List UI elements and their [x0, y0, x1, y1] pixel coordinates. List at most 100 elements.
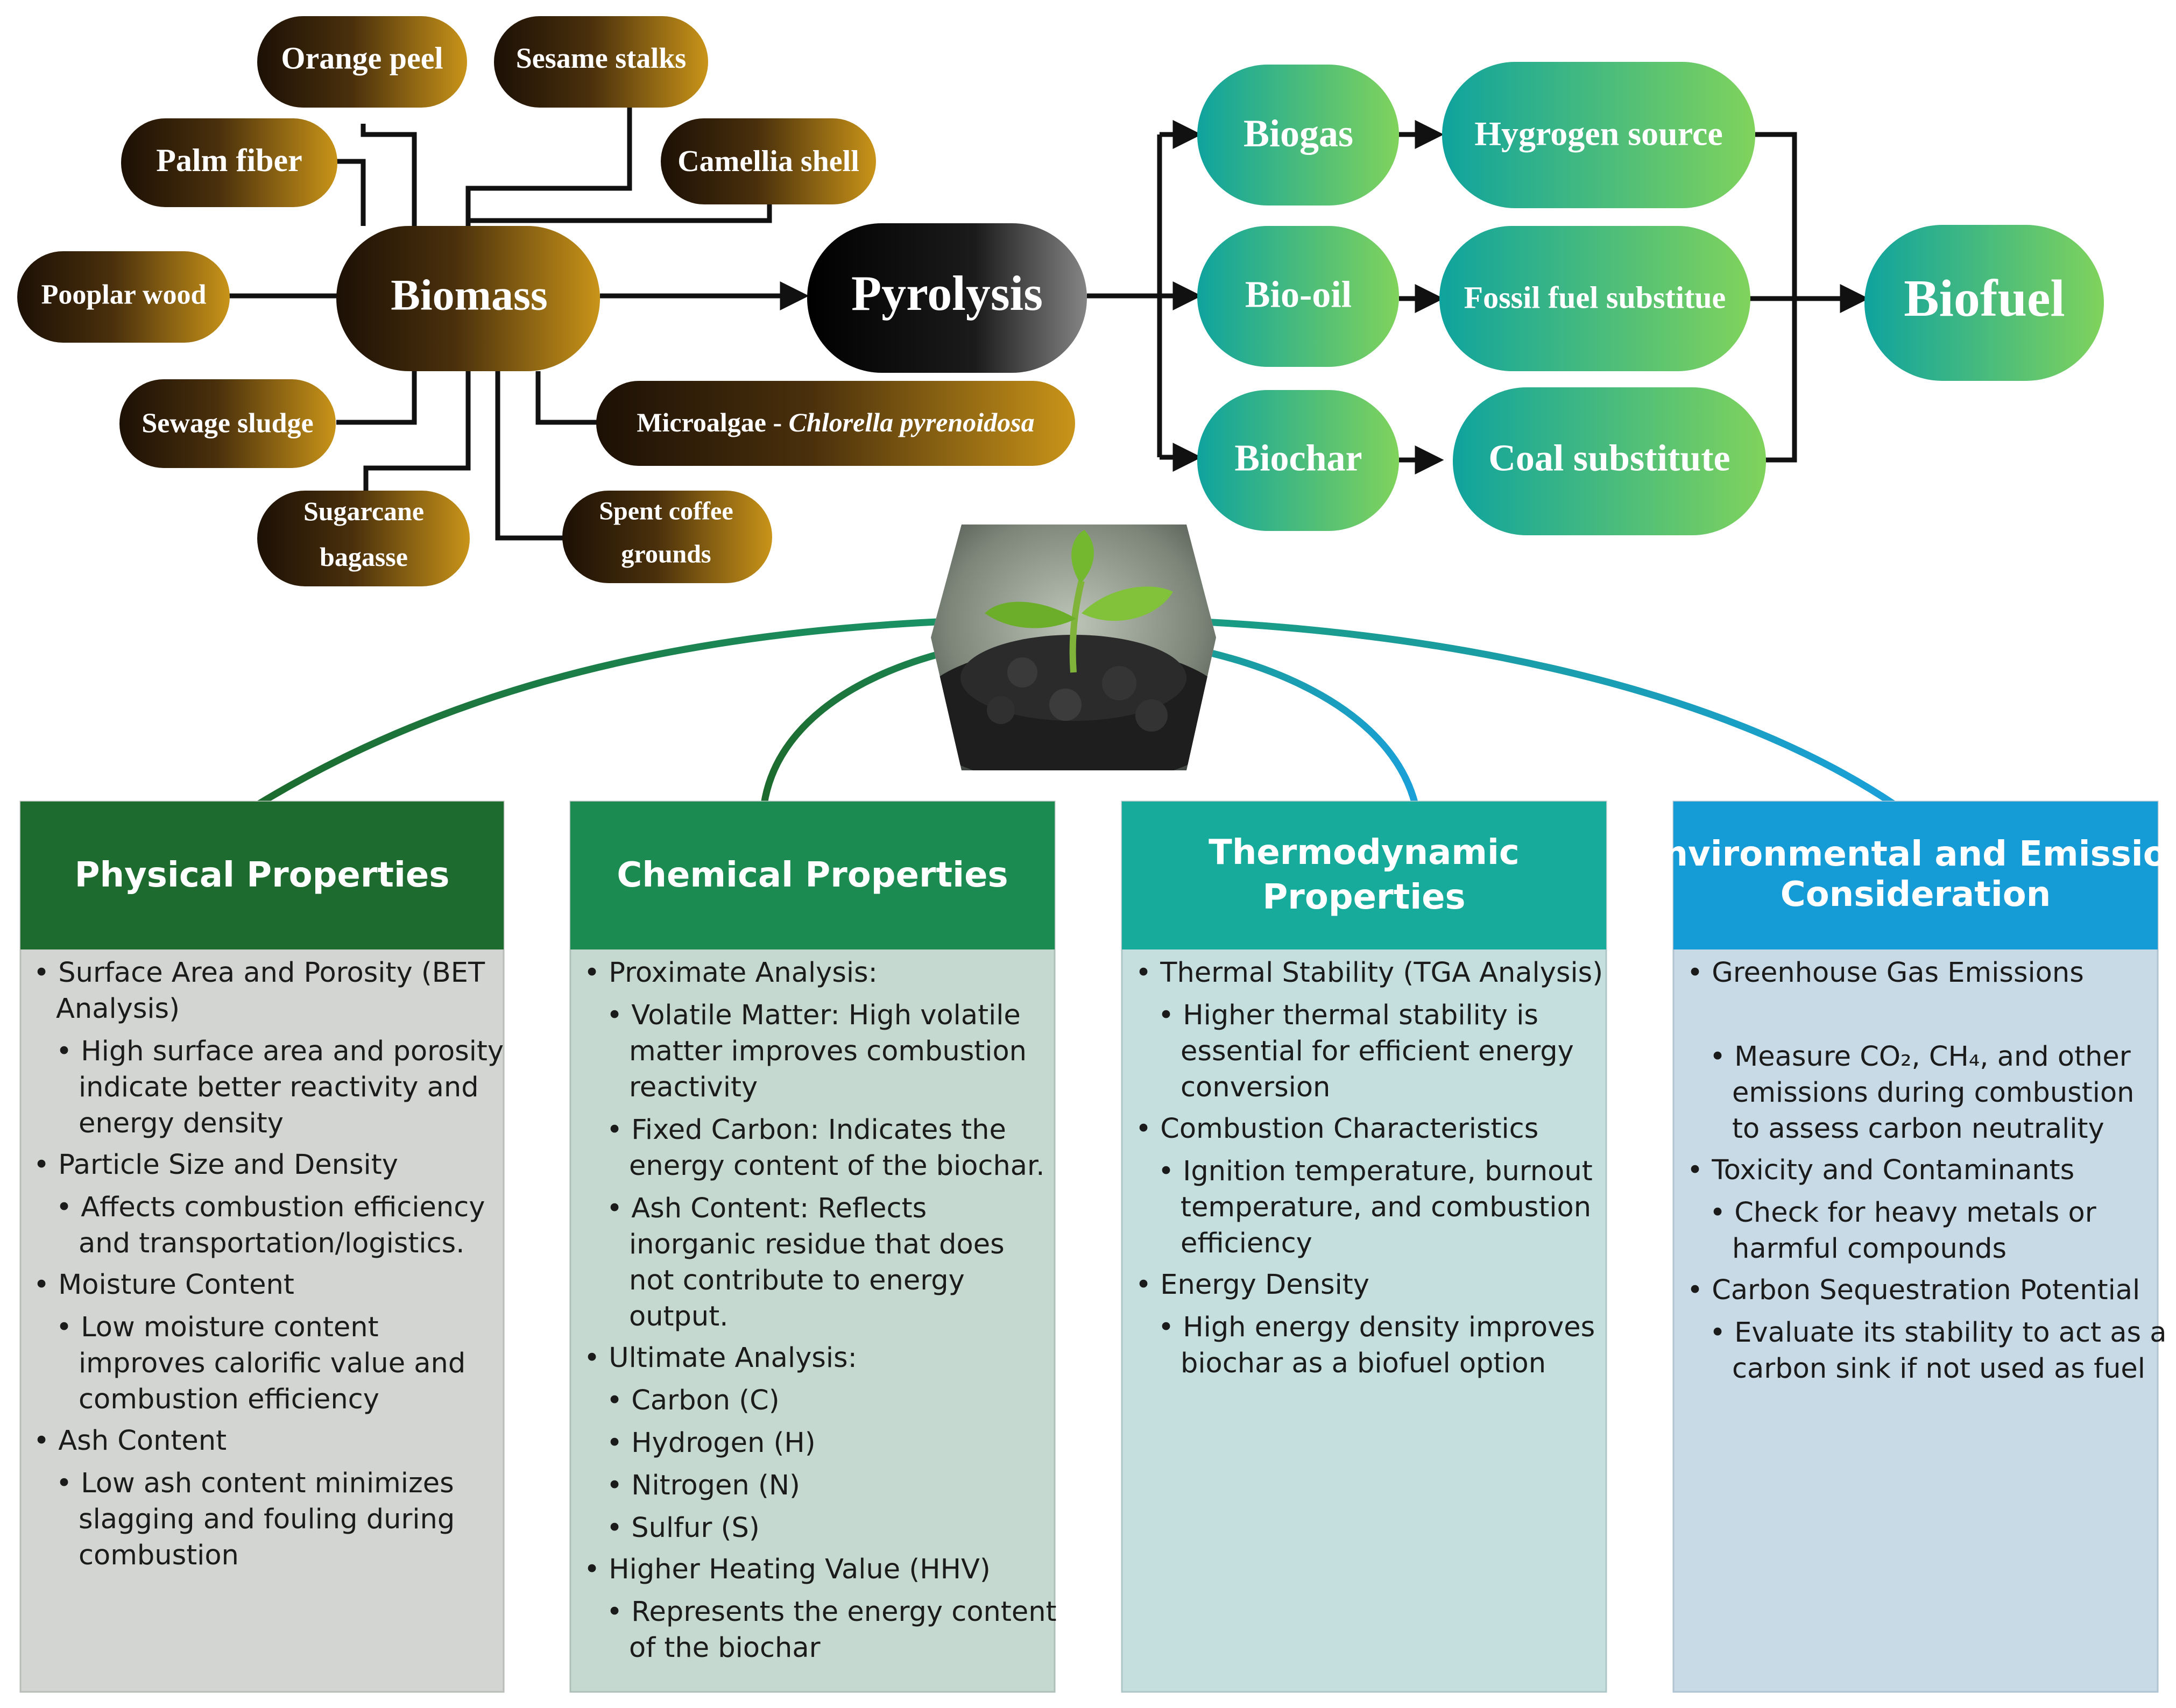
bio-oil-label: Bio-oil	[1245, 274, 1352, 316]
chemical-list-item: of the biochar	[629, 1632, 821, 1664]
physical-properties-title: Physical Properties	[75, 855, 450, 895]
chemical-list-item: • Hydrogen (H)	[606, 1427, 816, 1459]
thermo-list-item: efficiency	[1181, 1228, 1312, 1259]
pyrolysis-node: Pyrolysis	[807, 223, 1087, 373]
environment-list-item: • Evaluate its stability to act as a	[1709, 1317, 2167, 1349]
chemical-properties-list: • Proximate Analysis: • Volatile Matter: …	[584, 957, 1057, 1664]
environment-list-item: to assess carbon neutrality	[1732, 1113, 2104, 1145]
thermo-list-item: • Higher thermal stability is	[1158, 1000, 1538, 1031]
physical-list-item: Analysis)	[56, 993, 180, 1025]
physical-list-item: • Moisture Content	[33, 1269, 294, 1301]
environment-list-item: carbon sink if not used as fuel	[1732, 1353, 2145, 1385]
feedstock-microalgae: Microalgae - Chlorella pyrenoidosa	[596, 381, 1075, 466]
physical-list-item: • Ash Content	[33, 1425, 227, 1457]
environment-considerations-list: • Greenhouse Gas Emissions • Measure CO₂,…	[1687, 957, 2167, 1385]
feedstock-sewage-sludge: Sewage sludge	[119, 379, 336, 468]
card-environment: Environmental and Emission Consideration…	[1640, 800, 2176, 1693]
thermo-list-item: biochar as a biofuel option	[1181, 1348, 1546, 1379]
physical-list-item: • Low moisture content	[56, 1312, 379, 1343]
sugarcane-label-line1: Sugarcane	[303, 496, 424, 526]
pyrolysis-label: Pyrolysis	[851, 266, 1043, 321]
chemical-list-item: output.	[629, 1301, 728, 1333]
fossil-fuel-substitute-label: Fossil fuel substitue	[1464, 280, 1726, 315]
thermo-list-item: temperature, and combustion	[1181, 1192, 1591, 1223]
plant-sprout-hexagon-icon	[931, 525, 1216, 770]
environment-title-line2: Consideration	[1781, 875, 2051, 915]
chemical-list-item: reactivity	[629, 1072, 758, 1103]
card-physical: Physical Properties • Surface Area and P…	[19, 800, 505, 1693]
feedstock-connectors	[229, 108, 772, 541]
environment-list-item: • Carbon Sequestration Potential	[1687, 1274, 2140, 1306]
physical-list-item: energy density	[79, 1108, 284, 1139]
use-coal-substitute: Coal substitute	[1453, 387, 1766, 535]
chemical-list-item: • Fixed Carbon: Indicates the	[606, 1114, 1006, 1146]
environment-list-item: emissions during combustion	[1732, 1077, 2134, 1109]
physical-list-item: combustion	[79, 1540, 239, 1571]
environment-list-item: • Measure CO₂, CH₄, and other	[1709, 1041, 2131, 1073]
pooplar-wood-label: Pooplar wood	[41, 280, 207, 310]
biofuel-node: Biofuel	[1864, 225, 2104, 381]
physical-list-item: indicate better reactivity and	[79, 1072, 479, 1103]
physical-list-item: improves calorific value and	[79, 1348, 465, 1379]
chemical-list-item: not contribute to energy	[629, 1265, 965, 1296]
feedstock-sugarcane-bagasse: Sugarcane bagasse	[257, 491, 470, 586]
environment-title-line1: Environmental and Emission	[1640, 834, 2176, 874]
feedstock-camellia-shell: Camellia shell	[661, 118, 876, 204]
thermodynamic-title-line2: Properties	[1262, 877, 1465, 917]
sewage-sludge-label: Sewage sludge	[142, 408, 313, 439]
thermo-list-item: conversion	[1181, 1072, 1330, 1103]
environment-list-item: • Toxicity and Contaminants	[1687, 1154, 2074, 1186]
product-bio-oil: Bio-oil	[1197, 226, 1399, 367]
chemical-list-item: • Volatile Matter: High volatile	[606, 1000, 1021, 1031]
environment-list-item: • Greenhouse Gas Emissions	[1687, 957, 2084, 989]
thermo-list-item: • Ignition temperature, burnout	[1158, 1156, 1593, 1187]
use-hydrogen-source: Hygrogen source	[1442, 62, 1755, 208]
card-chemical: Chemical Properties • Proximate Analysis…	[569, 800, 1057, 1693]
physical-list-item: • Affects combustion efficiency	[56, 1192, 485, 1223]
product-biochar: Biochar	[1197, 390, 1399, 531]
product-biogas: Biogas	[1197, 65, 1399, 205]
camellia-shell-label: Camellia shell	[677, 145, 859, 178]
environment-list-item: harmful compounds	[1732, 1233, 2007, 1265]
feedstock-orange-peel: Orange peel	[257, 16, 467, 108]
microalgae-species-label: Chlorella pyrenoidosa	[789, 407, 1035, 437]
orange-peel-label: Orange peel	[281, 41, 443, 76]
environment-list-item: • Check for heavy metals or	[1709, 1197, 2096, 1229]
thermo-list-item: • Energy Density	[1135, 1269, 1369, 1301]
physical-list-item: slagging and fouling during	[79, 1504, 455, 1535]
physical-properties-list: • Surface Area and Porosity (BETAnalysis…	[33, 957, 504, 1571]
chemical-list-item: • Ash Content: Reflects	[606, 1193, 927, 1224]
biogas-label: Biogas	[1244, 112, 1353, 155]
physical-list-item: combustion efficiency	[79, 1384, 379, 1415]
svg-text:Microalgae - Chlorella pyrenoi: Microalgae - Chlorella pyrenoidosa	[637, 407, 1034, 437]
chemical-list-item: • Nitrogen (N)	[606, 1470, 800, 1501]
feedstock-sesame-stalks: Sesame stalks	[494, 16, 708, 108]
microalgae-label: Microalgae -	[637, 407, 788, 437]
thermodynamic-title-line1: Thermodynamic	[1209, 833, 1520, 873]
chemical-list-item: • Carbon (C)	[606, 1385, 780, 1416]
chemical-list-item: • Proximate Analysis:	[584, 957, 878, 989]
feedstock-spent-coffee-grounds: Spent coffee grounds	[562, 491, 772, 583]
coffee-label-line2: grounds	[621, 540, 711, 569]
biomass-node: Biomass	[336, 226, 600, 371]
physical-list-item: • High surface area and porosity	[56, 1036, 504, 1067]
chemical-list-item: • Ultimate Analysis:	[584, 1342, 857, 1374]
sesame-stalks-label: Sesame stalks	[516, 42, 687, 74]
biomass-label: Biomass	[391, 271, 548, 320]
hydrogen-source-label: Hygrogen source	[1474, 115, 1723, 153]
card-thermodynamic: Thermodynamic Properties • Thermal Stabi…	[1121, 800, 1607, 1693]
thermodynamic-properties-list: • Thermal Stability (TGA Analysis)• High…	[1135, 957, 1603, 1379]
physical-list-item: • Low ash content minimizes	[56, 1468, 454, 1499]
feedstock-pooplar-wood: Pooplar wood	[17, 251, 230, 343]
chemical-list-item: matter improves combustion	[629, 1036, 1027, 1067]
chemical-list-item: • Higher Heating Value (HHV)	[584, 1554, 991, 1585]
thermo-list-item: • High energy density improves	[1158, 1312, 1595, 1343]
use-fossil-fuel-substitute: Fossil fuel substitue	[1439, 226, 1750, 371]
biochar-label: Biochar	[1234, 438, 1362, 479]
coffee-label-line1: Spent coffee	[599, 497, 733, 526]
physical-list-item: and transportation/logistics.	[79, 1228, 464, 1259]
biofuel-label: Biofuel	[1904, 270, 2065, 328]
sugarcane-label-line2: bagasse	[320, 542, 408, 572]
chemical-properties-title: Chemical Properties	[617, 855, 1008, 895]
